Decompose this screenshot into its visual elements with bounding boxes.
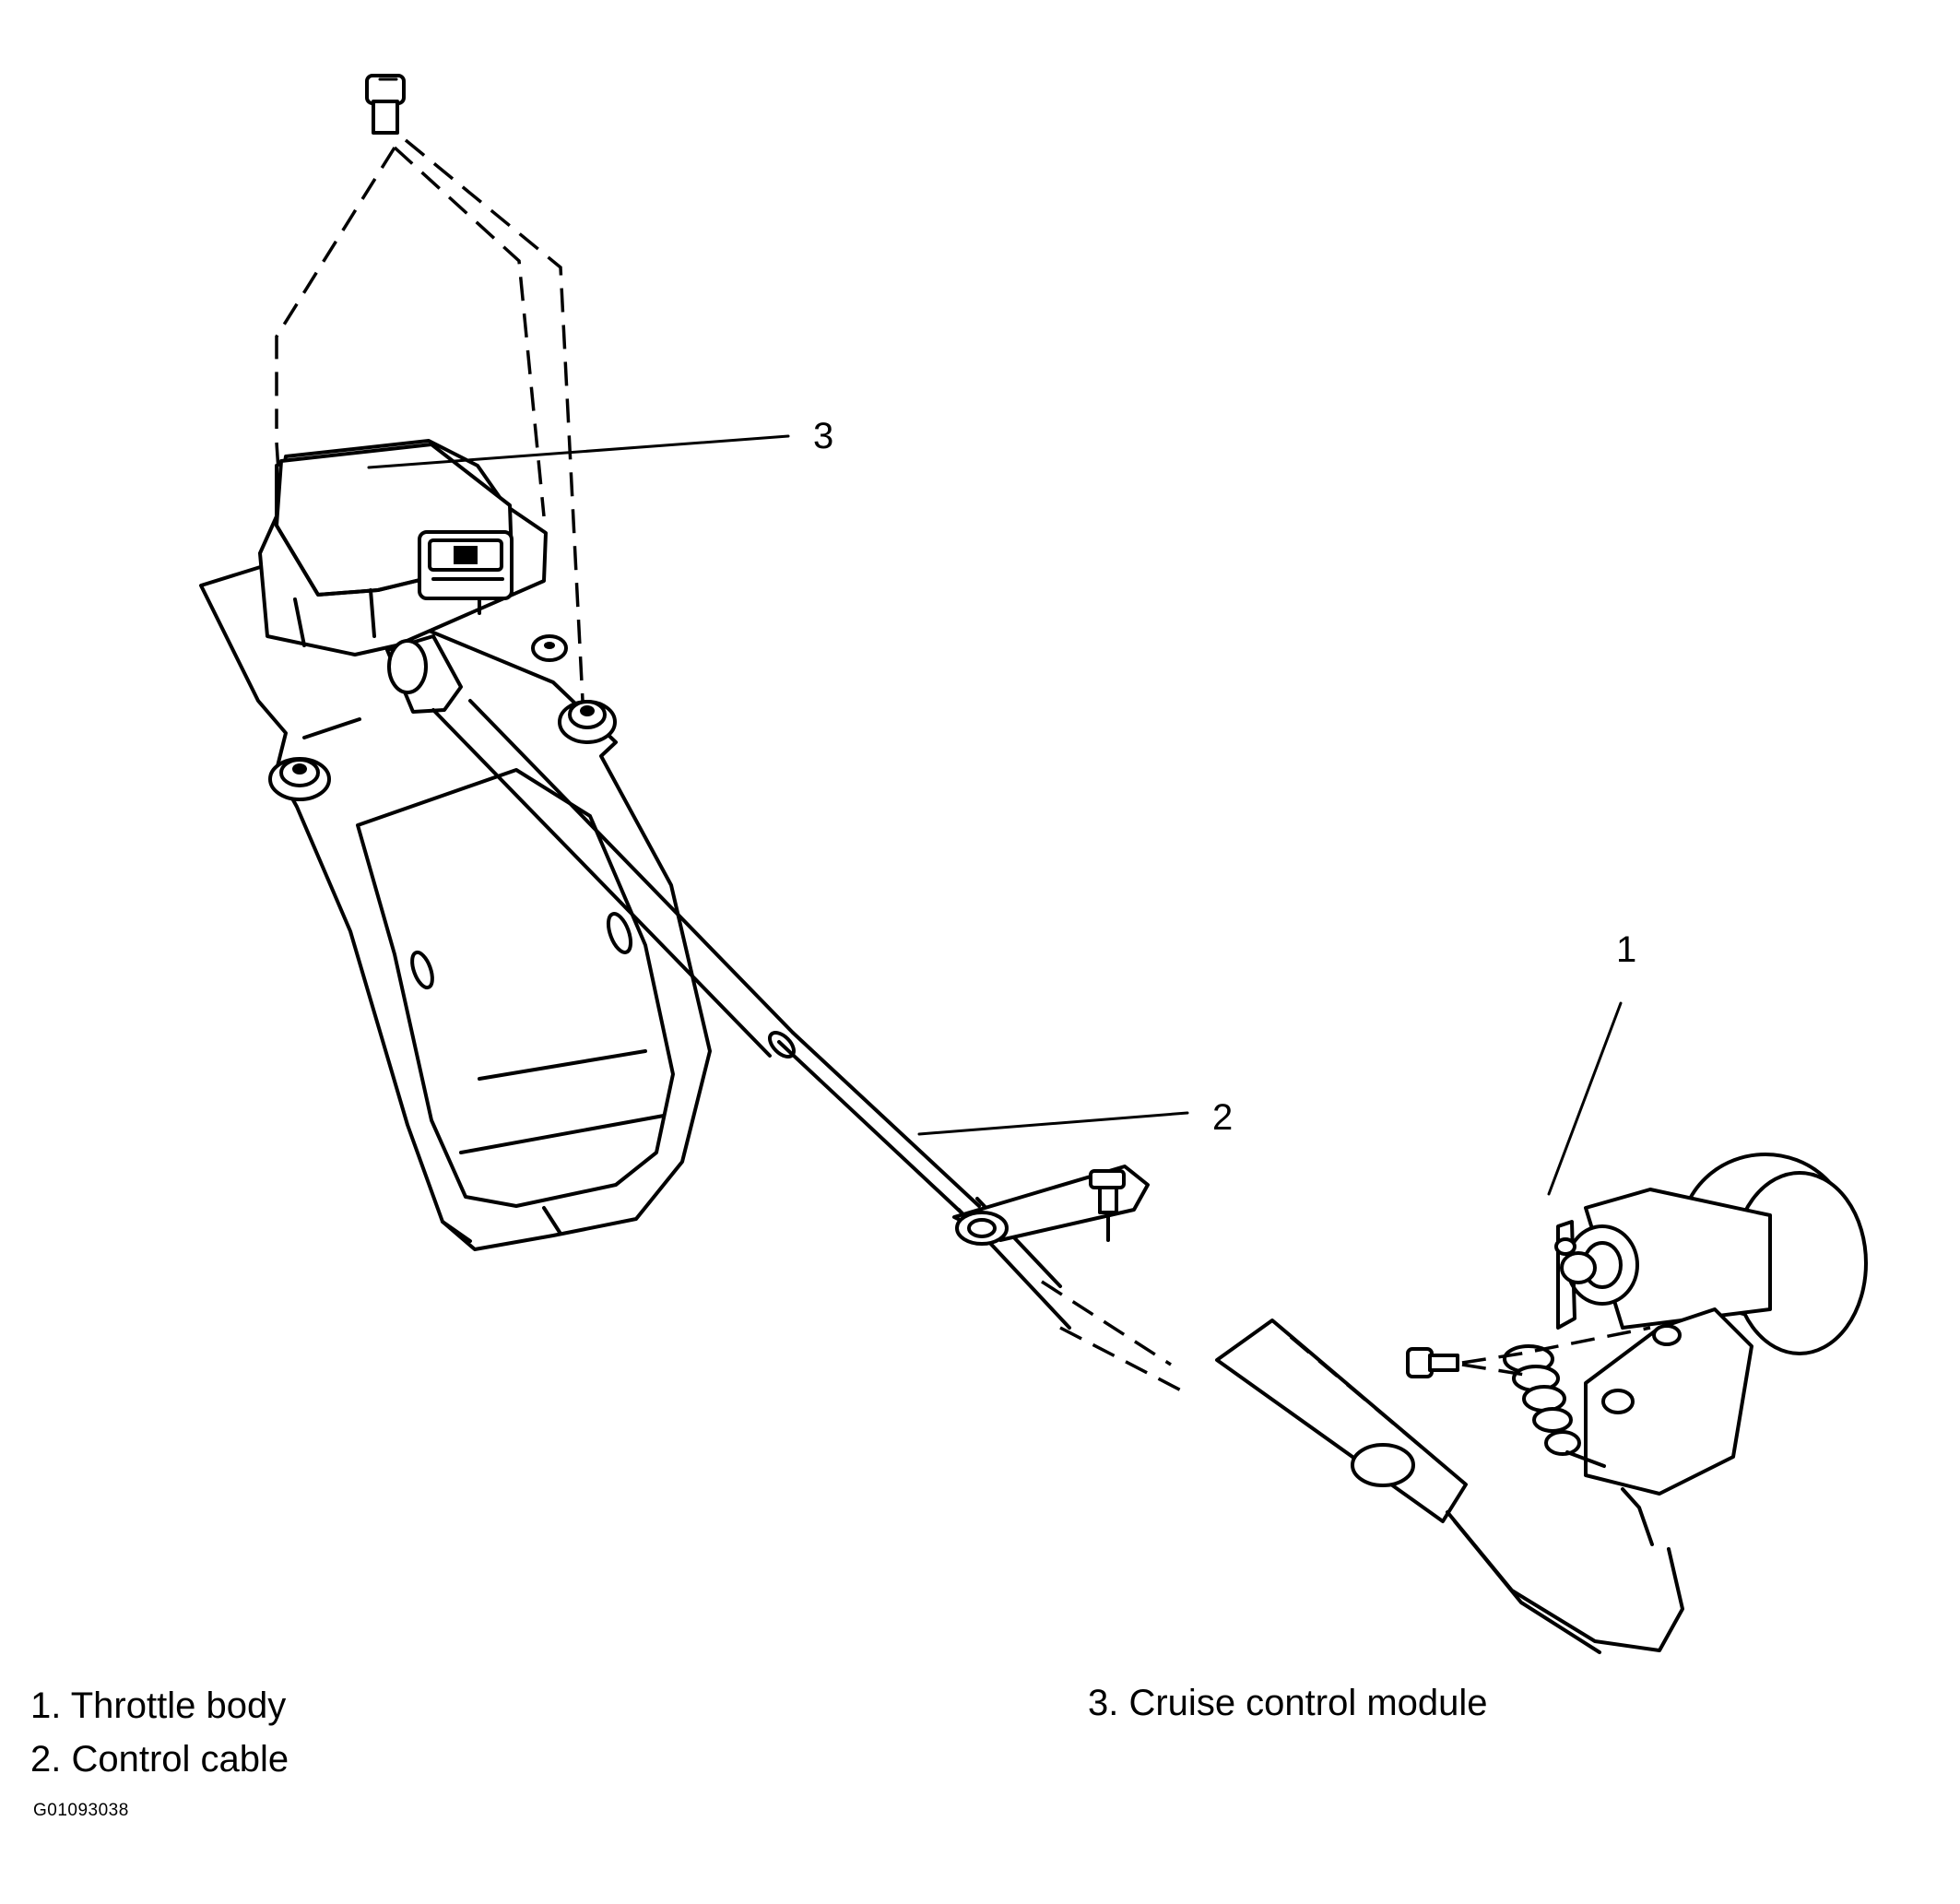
callout-3: 3 — [813, 416, 834, 456]
figure-code: G01093038 — [33, 1801, 129, 1820]
right-mount-nut — [531, 634, 617, 744]
mounting-bracket — [199, 562, 712, 1251]
legend-item-3: 3. Cruise control module — [1088, 1683, 1488, 1723]
top-bolt — [365, 74, 406, 135]
cable-housing — [385, 634, 796, 1058]
cable-hidden-section — [1041, 1280, 1684, 1654]
cruise-control-module — [258, 439, 548, 656]
legend-item-1: 1. Throttle body — [30, 1685, 287, 1726]
leader-lines — [367, 434, 1623, 1196]
cable-spring-boot — [1503, 1344, 1606, 1468]
callout-1: 1 — [1616, 929, 1637, 970]
throttle-screw — [1406, 1326, 1651, 1378]
throttle-body — [1554, 1153, 1868, 1496]
left-mount-nut — [268, 757, 331, 801]
callout-2: 2 — [1212, 1097, 1234, 1138]
control-cable — [777, 1031, 1071, 1330]
legend-item-2: 2. Control cable — [30, 1739, 289, 1780]
cable-clip — [952, 1165, 1150, 1246]
